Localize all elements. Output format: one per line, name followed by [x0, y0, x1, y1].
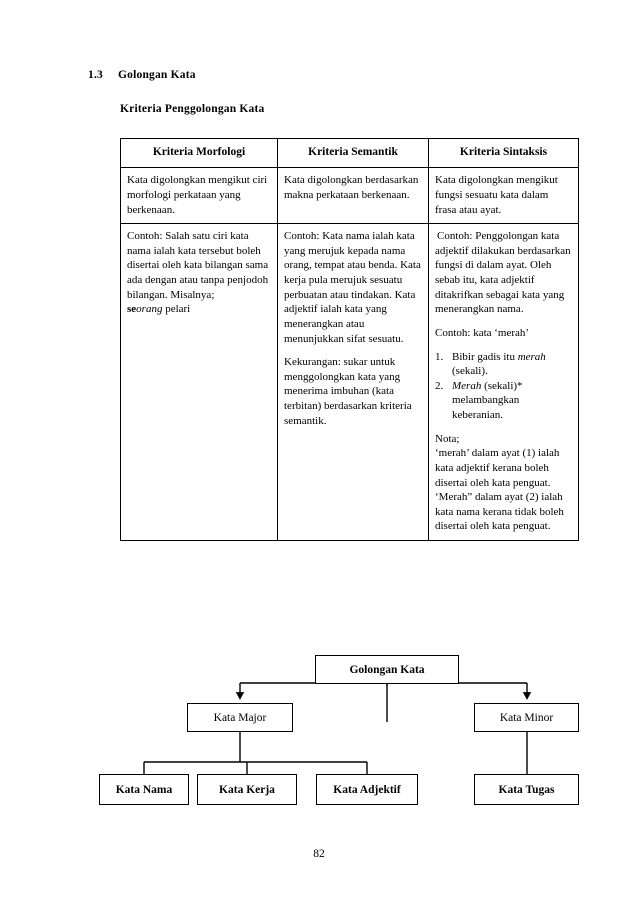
list-item-post: (sekali). — [452, 365, 488, 378]
column-header-semantik: Kriteria Semantik — [277, 137, 429, 169]
list-marker: 1. — [435, 350, 444, 363]
flowchart-node-kata-nama[interactable]: Kata Nama — [99, 774, 189, 805]
list-item-italic: merah — [517, 350, 546, 363]
sintaksis-example-paragraph: Contoh: Penggolongan kata adjektif dilak… — [435, 230, 571, 316]
nota-text-1: ‘merah’ dalam ayat (1) ialah kata adjekt… — [435, 447, 560, 489]
list-item-post: (sekali)* melambangkan keberanian. — [452, 379, 523, 422]
cell-morfologi-example: Contoh: Salah satu ciri kata nama ialah … — [120, 223, 278, 542]
table-row: Kata digolongkan mengikut ciri morfologi… — [120, 167, 579, 225]
list-item-italic: Merah — [452, 379, 482, 392]
morfologi-example-italic: orang — [136, 303, 163, 316]
page-number: 82 — [313, 848, 325, 860]
flowchart-node-kata-minor[interactable]: Kata Minor — [474, 703, 579, 732]
nota-text-2: ‘Merah” dalam ayat (2) ialah kata nama k… — [435, 491, 564, 533]
column-header-sintaksis: Kriteria Sintaksis — [428, 137, 579, 169]
flowchart-node-kata-kerja[interactable]: Kata Kerja — [197, 774, 297, 805]
section-number: 1.3 — [88, 69, 103, 81]
table-row: Contoh: Salah satu ciri kata nama ialah … — [120, 223, 579, 542]
subheading: Kriteria Penggolongan Kata — [120, 103, 265, 115]
morfologi-example-rest: pelari — [162, 303, 191, 316]
list-item: 2. Merah (sekali)* melambangkan keberania… — [435, 379, 572, 423]
flowchart-node-kata-adjektif[interactable]: Kata Adjektif — [316, 774, 418, 805]
cell-morfologi-definition: Kata digolongkan mengikut ciri morfologi… — [120, 167, 278, 225]
criteria-table: Kriteria Morfologi Kriteria Semantik Kri… — [120, 137, 579, 542]
morfologi-example-bold: se — [127, 303, 137, 316]
section-heading: 1.3 Golongan Kata — [88, 69, 196, 81]
sintaksis-example-list: 1. Bibir gadis itu merah (sekali). 2. Mera… — [435, 350, 572, 423]
nota-label: Nota; — [435, 432, 460, 445]
flowchart-node-kata-tugas[interactable]: Kata Tugas — [474, 774, 579, 805]
section-title: Golongan Kata — [118, 69, 196, 81]
column-header-morfologi: Kriteria Morfologi — [120, 137, 278, 169]
morfologi-example-text: Contoh: Salah satu ciri kata nama ialah … — [127, 229, 271, 317]
sintaksis-contoh-label: Contoh: kata ‘merah’ — [435, 326, 530, 339]
cell-semantik-example: Contoh: Kata nama ialah kata yang meruju… — [277, 223, 429, 542]
flowchart-node-golongan-kata[interactable]: Golongan Kata — [315, 655, 459, 684]
list-item: 1. Bibir gadis itu merah (sekali). — [435, 350, 572, 379]
table-header-row: Kriteria Morfologi Kriteria Semantik Kri… — [120, 137, 579, 169]
flowchart-node-kata-major[interactable]: Kata Major — [187, 703, 293, 732]
cell-sintaksis-definition: Kata digolongkan mengikut fungsi sesuatu… — [428, 167, 579, 225]
cell-semantik-definition: Kata digolongkan berdasarkan makna perka… — [277, 167, 429, 225]
list-marker: 2. — [435, 379, 444, 392]
cell-sintaksis-example: Contoh: Penggolongan kata adjektif dilak… — [428, 223, 579, 542]
semantik-example-paragraph: Contoh: Kata nama ialah kata yang meruju… — [284, 230, 421, 345]
list-item-pre: Bibir gadis itu — [452, 350, 518, 363]
semantik-kekurangan-paragraph: Kekurangan: sukar untuk menggolongkan ka… — [284, 356, 412, 427]
morfologi-example-sentence: Contoh: Salah satu ciri kata nama ialah … — [127, 230, 269, 301]
